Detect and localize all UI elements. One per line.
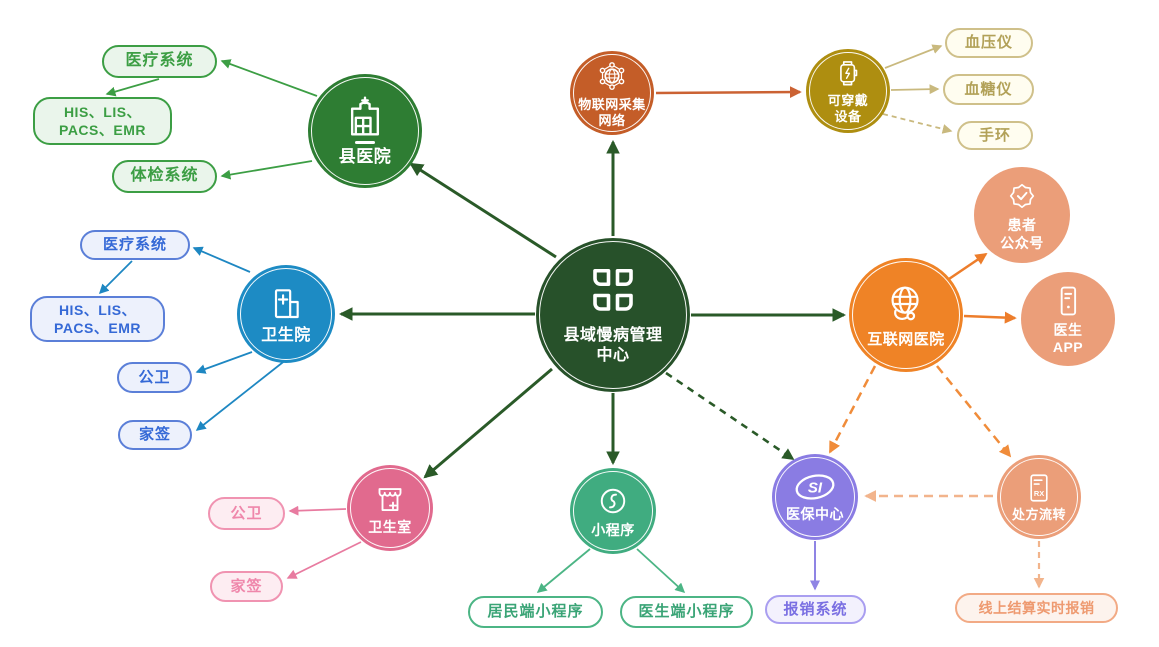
iot-network-icon [599,61,625,90]
edge-internet-to-insurance-dashed [828,365,877,454]
node-miniprogram: 小程序 [570,468,656,554]
internet-hospital-label: 互联网医院 [867,330,945,348]
edge-hc-to-medical-system [192,246,251,273]
edge-county-to-medical-system [220,59,318,97]
hospital-icon [350,96,380,136]
edge-internet-to-doctor-app [963,311,1017,324]
social-insurance-icon: SI [795,474,835,500]
doctor-app-label: 医生 APP [1052,321,1084,356]
health-center-label: 卫生院 [261,327,311,344]
edge-hc-to-public-health [195,351,253,374]
pill-resident-miniprogram: 居民端小程序 [468,596,603,628]
edge-county-to-physical-exam [220,160,313,180]
badge-check-icon [1009,183,1035,209]
clinic-building-icon [274,289,299,319]
wearable-label: 可穿戴 设备 [827,92,869,124]
globe-stethoscope-icon [891,286,919,320]
node-center: 县域慢病管理 中心 [536,238,690,392]
node-clinic: 卫生室 [347,465,433,551]
pill-blood-pressure-meter: 血压仪 [945,28,1033,58]
pill-county-his: HIS、LIS、 PACS、EMR [33,97,172,145]
edge-mini-to-doctor [636,548,686,594]
edge-center-to-clinic [423,367,553,479]
node-prescription: RX 处方流转 [997,455,1081,539]
pill-doctor-miniprogram: 医生端小程序 [620,596,753,628]
edge-center-to-county-hospital [409,162,557,259]
rx-document-icon: RX [1030,474,1048,502]
node-doctor-app: 医生 APP [1021,272,1115,366]
node-county-hospital: 县医院 [308,74,422,188]
pill-county-physical-exam: 体检系统 [112,160,217,193]
edge-clinic-to-family-sign [286,541,362,579]
grid-icon [593,268,633,311]
svg-text:SI: SI [808,479,823,496]
smartwatch-icon [840,60,858,86]
edge-wearable-to-wristband-dashed [882,113,953,134]
edge-wearable-to-blood-glucose [890,84,940,95]
miniprogram-label: 小程序 [591,521,635,538]
divider-dash [355,141,375,145]
node-wearable: 可穿戴 设备 [806,49,890,133]
pill-hc-his: HIS、LIS、 PACS、EMR [30,296,165,342]
clinic-label: 卫生室 [368,518,412,535]
miniprogram-icon [600,488,626,513]
edge-medical-system-to-his [105,78,160,97]
pill-county-medical-system: 医疗系统 [102,45,217,78]
pill-clinic-family-sign: 家签 [210,571,283,602]
edge-iot-to-wearable [655,86,802,99]
node-insurance-center: SI 医保中心 [772,454,858,540]
edge-center-to-insurance-dashed [665,371,795,461]
svg-text:RX: RX [1034,489,1044,498]
edge-hc-to-family-sign [195,358,288,431]
pill-online-settlement: 线上结算实时报销 [955,593,1118,623]
pill-reimbursement-system: 报销系统 [765,595,866,624]
smartphone-icon [1060,286,1077,315]
edge-clinic-to-public-health [288,505,347,516]
pill-blood-glucose-meter: 血糖仪 [943,74,1034,105]
prescription-label: 处方流转 [1011,506,1066,522]
edge-wearable-to-blood-pressure [884,44,943,69]
center-label: 县域慢病管理 中心 [563,327,663,364]
node-iot-network: 物联网采集 网络 [570,51,654,135]
pill-hc-medical-system: 医疗系统 [80,230,190,260]
pill-wristband: 手环 [957,121,1033,150]
pill-clinic-public-health: 公卫 [208,497,285,530]
pill-hc-family-sign: 家签 [118,420,192,450]
edge-internet-to-patient-account [945,252,988,283]
edge-hc-medical-system-to-his [98,260,133,295]
edge-mini-to-resident [536,548,591,593]
storefront-icon [378,487,402,511]
patient-account-label: 患者 公众号 [1000,217,1044,251]
node-internet-hospital: 互联网医院 [849,258,963,372]
node-patient-account: 患者 公众号 [974,167,1070,263]
iot-network-label: 物联网采集 网络 [578,96,646,128]
county-hospital-label: 县医院 [338,147,392,167]
insurance-label: 医保中心 [786,505,844,522]
edge-internet-to-prescription-dashed [936,365,1012,458]
pill-hc-public-health: 公卫 [117,362,192,393]
node-health-center: 卫生院 [237,265,335,363]
